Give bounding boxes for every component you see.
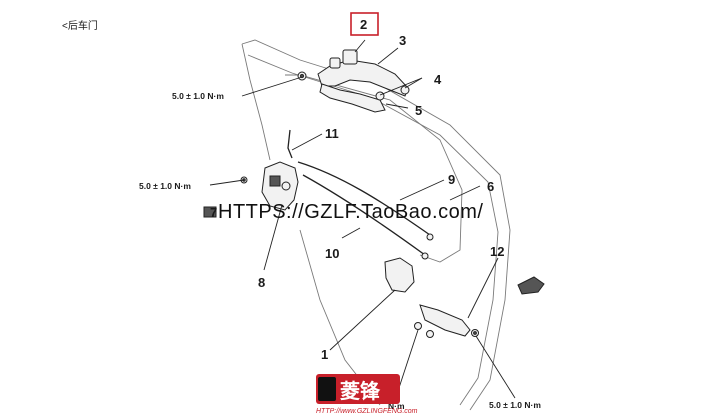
logo-text: 菱锋 bbox=[340, 379, 381, 403]
callout-5: 5 bbox=[415, 103, 422, 118]
section-title: <后车门 bbox=[62, 21, 98, 32]
callout-3: 3 bbox=[399, 33, 406, 48]
logo-url: HTTP://www.GZLINGFENG.com bbox=[316, 408, 418, 415]
callout-7: 7 bbox=[210, 205, 217, 220]
outside-handle-assembly bbox=[297, 49, 410, 113]
callout-12: 12 bbox=[490, 244, 504, 259]
callout-4: 4 bbox=[434, 72, 442, 87]
linkage-rods bbox=[287, 129, 434, 260]
callout-8: 8 bbox=[258, 275, 265, 290]
torque-lower: 5.0 ± 1.0 N·m bbox=[489, 400, 541, 410]
torque-middle: 5.0 ± 1.0 N·m bbox=[139, 181, 191, 191]
torque-upper: 5.0 ± 1.0 N·m bbox=[172, 91, 224, 101]
callout-2: 2 bbox=[360, 17, 367, 32]
door-lock-actuator bbox=[203, 161, 299, 218]
callout-10: 10 bbox=[325, 246, 339, 261]
callout-1: 1 bbox=[321, 347, 328, 362]
brand-logo: 菱锋 HTTP://www.GZLINGFENG.com bbox=[316, 374, 418, 415]
callout-9: 9 bbox=[448, 172, 455, 187]
callout-6: 6 bbox=[487, 179, 494, 194]
torque-bottom: N·m bbox=[388, 401, 405, 411]
watermark-url: HTTPS://GZLF.TaoBao.com/ bbox=[218, 201, 483, 223]
callout-2-box bbox=[350, 12, 379, 36]
inside-handle-assembly bbox=[384, 257, 545, 338]
callout-11: 11 bbox=[325, 126, 339, 141]
